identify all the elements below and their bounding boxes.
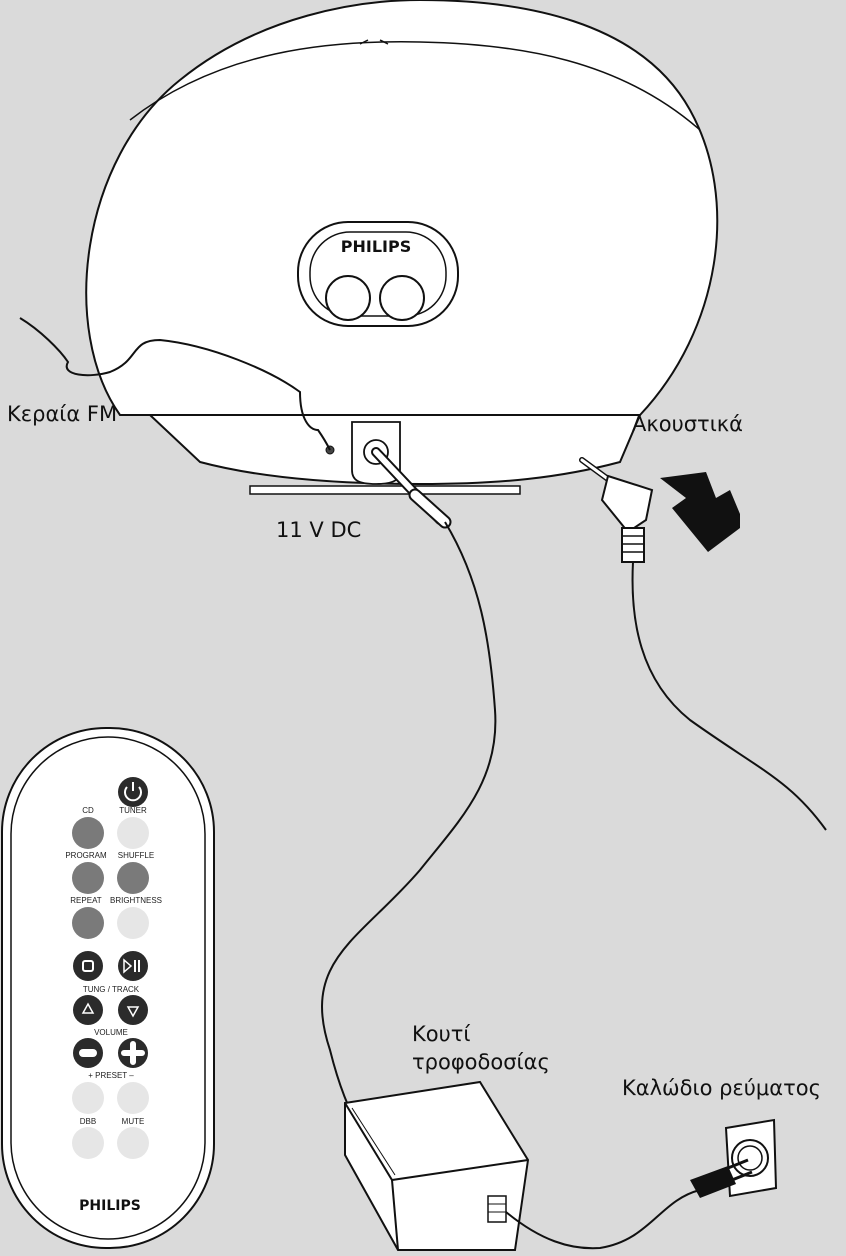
remote-button-cd[interactable] xyxy=(72,817,104,849)
label-dc-input: 11 V DC xyxy=(276,518,362,542)
headphone-cable xyxy=(631,561,827,831)
remote-button-preset-minus[interactable] xyxy=(117,1082,149,1114)
remote-label-dbb: DBB xyxy=(80,1117,96,1126)
remote-label-repeat: REPEAT xyxy=(70,896,102,905)
remote-label-cd: CD xyxy=(82,806,94,815)
mains-cable xyxy=(505,1189,701,1250)
label-power-adapter-line2: τροφοδοσίας xyxy=(412,1050,550,1074)
speaker-unit: PHILIPS xyxy=(85,0,719,495)
label-mains-cable: Καλώδιο ρεύματος xyxy=(622,1076,821,1100)
remote-brand-logo: PHILIPS xyxy=(79,1198,141,1214)
headphone-plug xyxy=(579,457,654,563)
dc-plug xyxy=(371,447,452,529)
remote-label-brightness: BRIGHTNESS xyxy=(110,896,162,905)
remote-label-mute: MUTE xyxy=(122,1117,145,1126)
remote-button-program[interactable] xyxy=(72,862,104,894)
remote-button-shuffle[interactable] xyxy=(117,862,149,894)
remote-button-track-down[interactable] xyxy=(118,995,148,1025)
fm-antenna-wire xyxy=(19,317,331,451)
remote-label-shuffle: SHUFFLE xyxy=(118,851,154,860)
label-headphones: Ακουστικά xyxy=(632,412,744,436)
remote-button-stop[interactable] xyxy=(73,951,103,981)
remote-button-mute[interactable] xyxy=(117,1127,149,1159)
remote-button-repeat[interactable] xyxy=(72,907,104,939)
label-fm-antenna: Κεραία FM xyxy=(7,402,118,426)
remote-button-volume-down[interactable] xyxy=(73,1038,103,1068)
remote-button-tuner[interactable] xyxy=(117,817,149,849)
power-adapter xyxy=(344,1080,530,1251)
remote-button-play-pause[interactable] xyxy=(118,951,148,981)
insert-arrow-icon xyxy=(660,472,740,552)
remote-label-tuner: TUNER xyxy=(119,806,147,815)
remote-control xyxy=(1,727,215,1249)
remote-label-program: PROGRAM xyxy=(65,851,107,860)
remote-button-brightness[interactable] xyxy=(117,907,149,939)
remote-label-tuning-track: TUNG / TRACK xyxy=(83,985,140,994)
mains-plug xyxy=(690,1158,753,1198)
remote-label-preset: + PRESET – xyxy=(88,1071,134,1080)
label-power-adapter-line1: Κουτί xyxy=(412,1022,471,1046)
remote-button-volume-up[interactable] xyxy=(118,1038,148,1068)
adapter-cable xyxy=(321,521,497,1121)
device-brand-logo: PHILIPS xyxy=(341,237,411,256)
remote-button-dbb[interactable] xyxy=(72,1127,104,1159)
remote-label-volume: VOLUME xyxy=(94,1028,128,1037)
remote-button-track-up[interactable] xyxy=(73,995,103,1025)
remote-button-power[interactable] xyxy=(118,777,148,807)
remote-button-preset-plus[interactable] xyxy=(72,1082,104,1114)
